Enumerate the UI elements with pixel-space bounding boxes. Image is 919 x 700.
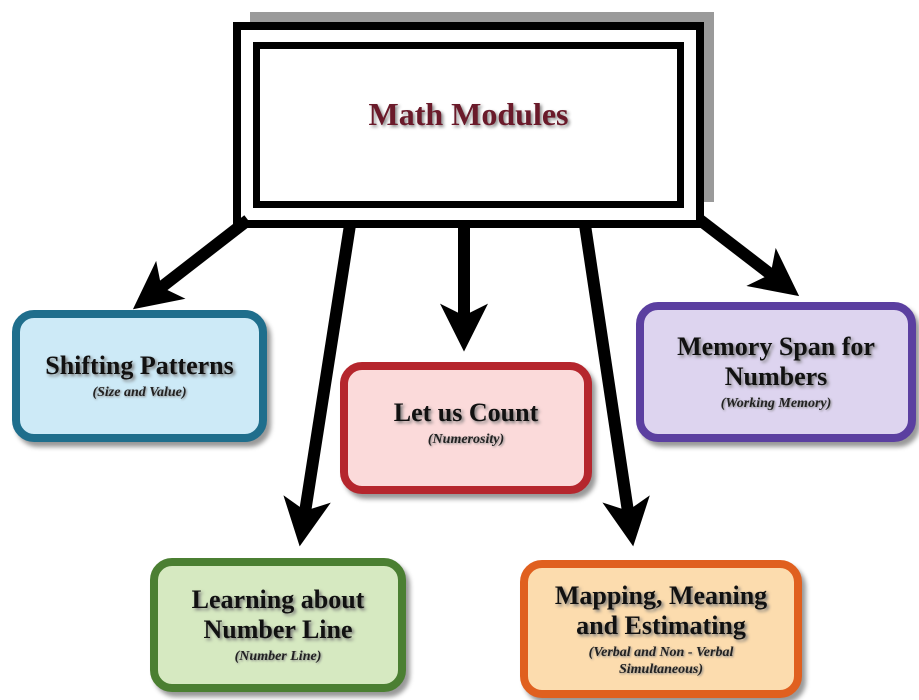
module-subtitle: (Verbal and Non - Verbal Simultaneous) xyxy=(588,644,734,677)
module-memory-span: Memory Span for Numbers (Working Memory) xyxy=(636,302,916,442)
title-box-inner: Math Modules xyxy=(253,42,684,208)
module-shifting-patterns: Shifting Patterns (Size and Value) xyxy=(12,310,267,442)
module-number-line: Learning about Number Line (Number Line) xyxy=(150,558,406,692)
module-subtitle: (Number Line) xyxy=(234,649,322,664)
module-name: Shifting Patterns xyxy=(45,351,234,380)
module-name: Learning about Number Line xyxy=(191,585,365,644)
module-let-us-count: Let us Count (Numerosity) xyxy=(340,362,592,494)
module-name: Mapping, Meaning and Estimating xyxy=(554,580,768,640)
diagram-title: Math Modules xyxy=(368,95,569,132)
module-subtitle: (Size and Value) xyxy=(92,385,187,400)
module-subtitle: (Numerosity) xyxy=(427,432,505,447)
arrow-to-shifting-patterns xyxy=(132,215,252,310)
module-name: Let us Count xyxy=(393,398,539,427)
title-box: Math Modules xyxy=(233,22,704,228)
arrow-to-memory-span xyxy=(696,215,800,297)
module-name: Memory Span for Numbers xyxy=(677,332,875,391)
arrow-to-number-line xyxy=(283,224,356,547)
module-mapping-meaning-estimating: Mapping, Meaning and Estimating (Verbal … xyxy=(520,560,802,698)
module-subtitle: (Working Memory) xyxy=(720,396,832,411)
arrow-to-mapping xyxy=(579,224,650,547)
